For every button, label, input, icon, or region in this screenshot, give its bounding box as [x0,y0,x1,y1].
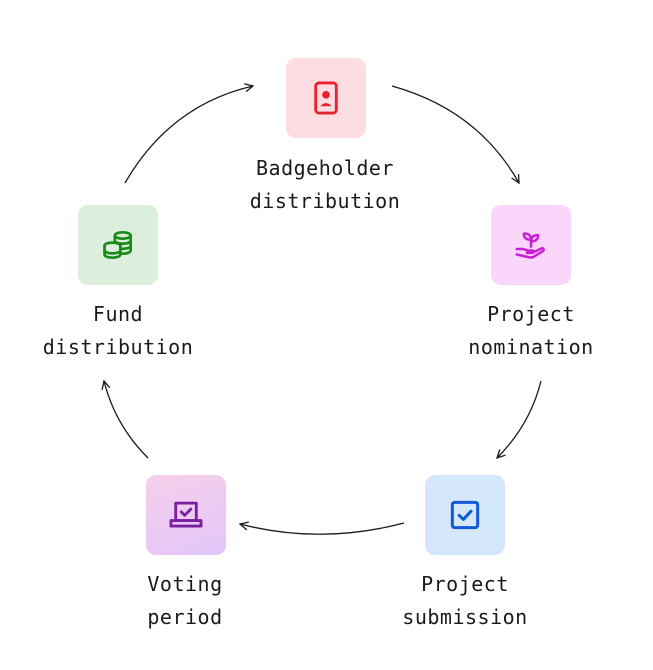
step-nomination-label: Project nomination [421,298,641,364]
step-fund-label: Fund distribution [8,298,228,364]
step-submission-label: Project submission [355,568,575,634]
step-fund-line2: distribution [42,335,194,359]
checkbox-icon [450,500,480,530]
arrow-fund-to-badgeholder [124,83,255,184]
step-submission-line1: Project [421,572,509,596]
step-voting-label: Voting period [75,568,295,634]
step-fund-line1: Fund [92,302,144,326]
step-voting-line2: period [147,605,223,629]
step-nomination-tile [491,205,571,285]
arrow-submission-to-voting [238,521,405,535]
step-badgeholder-label: Badgeholder distribution [215,152,435,218]
step-voting-tile [146,475,226,555]
step-submission-tile [425,475,505,555]
arrow-nomination-to-submission [495,380,542,460]
step-voting-line1: Voting [147,572,223,596]
step-badgeholder-line2: distribution [249,189,401,213]
step-nomination-line2: nomination [468,335,594,359]
step-fund-tile [78,205,158,285]
step-badgeholder-line1: Badgeholder [256,156,394,180]
step-submission-line2: submission [402,605,528,629]
laptop-check-icon [169,501,203,528]
coins-icon [103,230,133,260]
step-nomination-line1: Project [487,302,575,326]
badge-icon [314,81,338,115]
arrow-badgeholder-to-nomination [391,85,520,185]
sprout-hand-icon [515,232,545,259]
step-badgeholder-tile [286,58,366,138]
arrow-voting-to-fund [101,379,149,459]
